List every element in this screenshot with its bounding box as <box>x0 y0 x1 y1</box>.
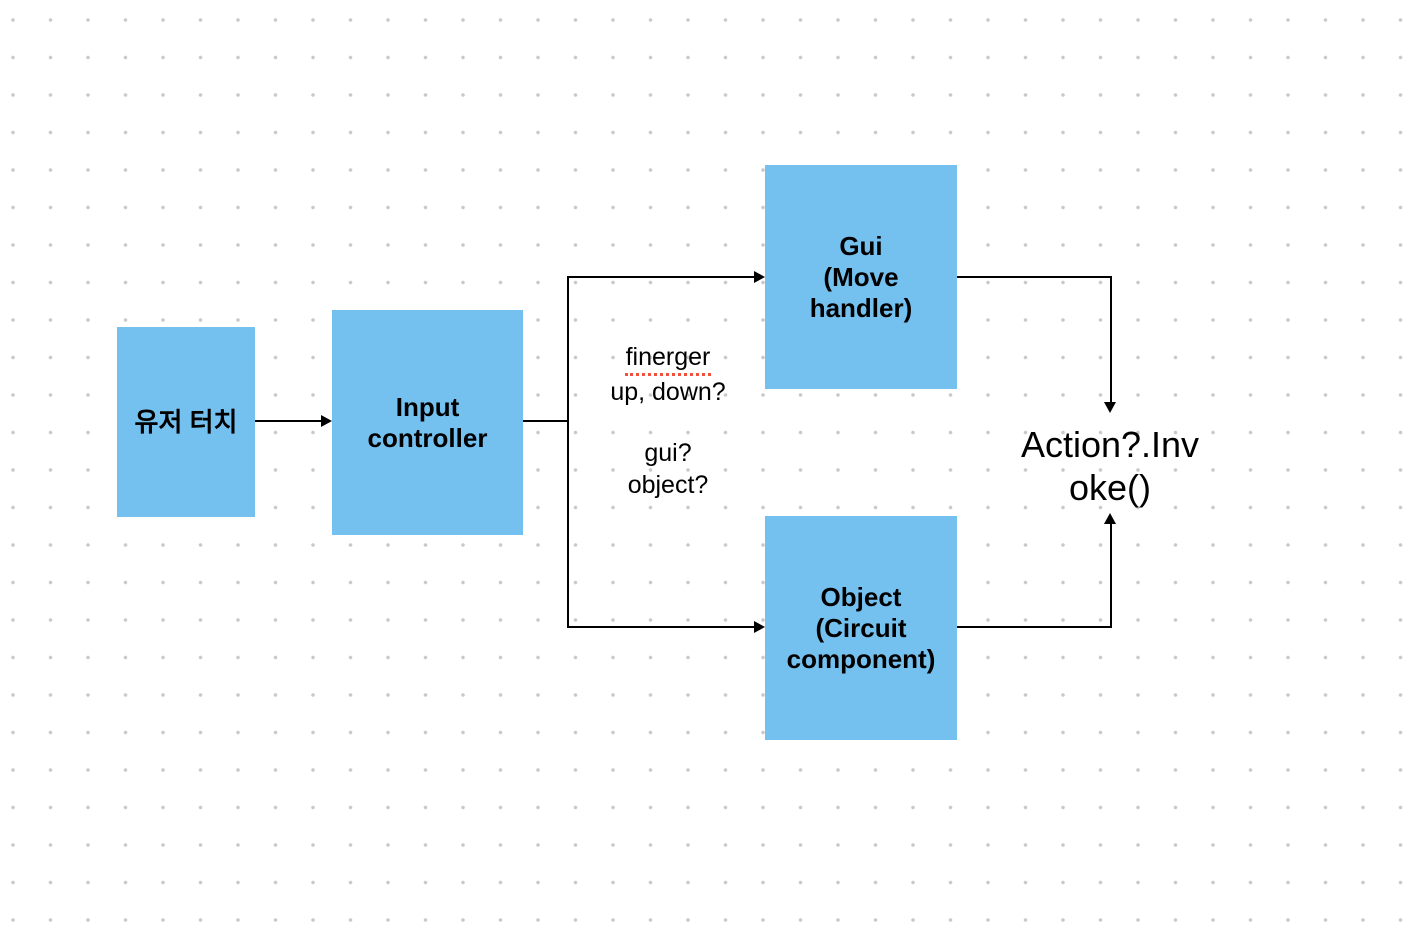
node-user-touch[interactable]: 유저 터치 <box>117 327 255 517</box>
arrowhead-right-icon <box>754 621 765 633</box>
node-object-circuit-component-label: Object (Circuit component) <box>786 581 936 674</box>
node-user-touch-label: 유저 터치 <box>134 406 238 437</box>
connector-line <box>957 626 1112 628</box>
annotation-line-misspelled: finerger <box>588 341 748 376</box>
node-input-controller-label: Input controller <box>367 391 488 453</box>
arrowhead-right-icon <box>321 415 332 427</box>
node-object-circuit-component[interactable]: Object (Circuit component) <box>765 516 957 740</box>
node-gui-move-handler[interactable]: Gui (Move handler) <box>765 165 957 389</box>
connector-line <box>255 420 321 422</box>
connector-line <box>1110 276 1112 403</box>
node-gui-move-handler-label: Gui (Move handler) <box>809 230 913 323</box>
connector-line <box>567 420 569 628</box>
connector-line <box>957 276 1112 278</box>
annotation-line-updown: up, down? <box>610 378 726 406</box>
annotation-line-object: object? <box>627 471 709 499</box>
connector-line <box>523 420 569 422</box>
branch-annotation[interactable]: finerger up, down? gui? object? <box>588 341 748 501</box>
arrowhead-up-icon <box>1104 513 1116 524</box>
annotation-line-gui: gui? <box>644 439 692 467</box>
connector-line <box>567 626 755 628</box>
arrowhead-down-icon <box>1104 402 1116 413</box>
connector-line <box>1110 524 1112 628</box>
connector-line <box>567 276 755 278</box>
action-invoke-label[interactable]: Action?.Inv oke() <box>1020 424 1200 508</box>
misspelled-word: finerger <box>624 341 712 376</box>
node-input-controller[interactable]: Input controller <box>332 310 523 535</box>
connector-line <box>567 276 569 422</box>
arrowhead-right-icon <box>754 271 765 283</box>
